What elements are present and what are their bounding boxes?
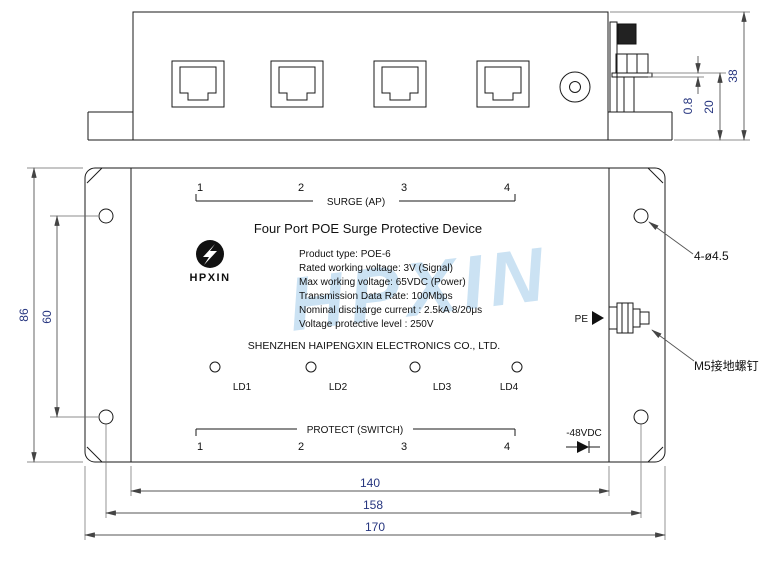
- led-indicator: [209, 361, 221, 373]
- spec-line: Nominal discharge current : 2.5kA 8/20μs: [299, 305, 482, 316]
- dim-height-38: 38: [610, 11, 750, 141]
- screw-end: [639, 311, 650, 325]
- company-name: SHENZHEN HAIPENGXIN ELECTRONICS CO., LTD…: [248, 340, 500, 352]
- screw-collar: [608, 306, 618, 330]
- stud-shaft: [623, 76, 635, 113]
- rj45-outline: [476, 60, 530, 108]
- corner-chamfer: [86, 167, 103, 184]
- callout-text: M5接地螺钉: [694, 358, 759, 373]
- rj45-opening: [179, 66, 217, 101]
- spec-line: Product type: POE-6: [299, 249, 391, 260]
- lightning-icon: [203, 244, 217, 265]
- surge-bracket: SURGE (AP): [195, 194, 516, 208]
- dim-value: 60: [40, 310, 54, 324]
- dim-stud-20: 20: [648, 72, 726, 141]
- diode-icon: [577, 441, 589, 453]
- power-input: -48VDC: [566, 428, 602, 453]
- top-view: 38 20 0.8: [87, 11, 750, 141]
- dim-height-86: 86: [17, 167, 83, 463]
- spec-line: Voltage protective level : 250V: [299, 319, 434, 330]
- dc-jack-outer: [559, 71, 591, 103]
- rj45-outline: [171, 60, 225, 108]
- dim-value: 0.8: [681, 97, 695, 114]
- rj45-jack-2: [270, 60, 324, 108]
- dim-value: 38: [726, 69, 740, 83]
- ground-stud-side: [609, 21, 653, 113]
- rj45-jack-3: [373, 60, 427, 108]
- pe-label: PE: [575, 314, 589, 325]
- front-view: HPXIN 1 2 3 4 SURGE (AP) Four Port POE S…: [84, 167, 666, 463]
- port-number: 2: [298, 441, 304, 453]
- stud-washer: [611, 72, 653, 78]
- pe-ground: PE: [575, 302, 650, 334]
- led-label: LD4: [500, 382, 519, 393]
- port-number: 4: [504, 182, 510, 194]
- dc-jack-pin: [569, 81, 581, 93]
- dim-washer-08: 0.8: [648, 56, 704, 114]
- spec-line: Transmission Data Rate: 100Mbps: [299, 291, 453, 302]
- ground-arrow-icon: [592, 311, 604, 325]
- callout-mounting-holes: 4-ø4.5: [648, 221, 729, 263]
- rj45-opening: [278, 66, 316, 101]
- led-label: LD1: [233, 382, 252, 393]
- enclosure-outline: [84, 167, 666, 463]
- dim-value: 20: [702, 100, 716, 114]
- led-indicator: [511, 361, 523, 373]
- led-label: LD3: [433, 382, 452, 393]
- mounting-hole: [633, 409, 649, 425]
- protect-label: PROTECT (SWITCH): [307, 425, 403, 436]
- corner-chamfer: [647, 167, 664, 184]
- rj45-outline: [270, 60, 324, 108]
- port-number: 1: [197, 182, 203, 194]
- led-label: LD2: [329, 382, 348, 393]
- dim-inner-width-140: 140: [130, 466, 610, 496]
- port-number: 3: [401, 182, 407, 194]
- led-indicator: [305, 361, 317, 373]
- leader-line: [651, 329, 695, 362]
- leader-line: [648, 221, 694, 255]
- mounting-hole: [98, 409, 114, 425]
- rj45-opening: [381, 66, 419, 101]
- dim-hole-spacing-158: 158: [105, 424, 642, 518]
- rj45-jack-1: [171, 60, 225, 108]
- brand-logo: HPXIN: [189, 240, 230, 284]
- screw-nut: [616, 302, 634, 334]
- dim-value: 170: [365, 520, 385, 534]
- surge-label: SURGE (AP): [327, 197, 385, 208]
- dc-jack: [559, 71, 591, 103]
- dim-value: 140: [360, 476, 380, 490]
- spec-line: Max working voltage: 65VDC (Power): [299, 277, 466, 288]
- dim-value: 158: [363, 498, 383, 512]
- mounting-hole: [98, 208, 114, 224]
- dim-outer-width-170: 170: [84, 466, 666, 540]
- dim-hole-spacing-60: 60: [40, 215, 98, 418]
- mounting-hole: [633, 208, 649, 224]
- screw-washer: [632, 308, 641, 328]
- port-number: 2: [298, 182, 304, 194]
- stud-head: [617, 23, 637, 45]
- dim-value: 86: [17, 308, 31, 322]
- protect-bracket: PROTECT (SWITCH): [195, 425, 516, 436]
- callout-text: 4-ø4.5: [694, 249, 729, 263]
- device-title: Four Port POE Surge Protective Device: [254, 221, 482, 236]
- stud-bracket: [609, 21, 618, 113]
- spec-line: Rated working voltage: 3V (Signal): [299, 263, 453, 274]
- enclosure-body-side: [132, 11, 609, 141]
- port-number: 1: [197, 441, 203, 453]
- corner-chamfer: [647, 446, 664, 463]
- led-row: LD1 LD2 LD3 LD4: [209, 361, 523, 393]
- port-number: 3: [401, 441, 407, 453]
- callout-ground-screw: M5接地螺钉: [651, 329, 759, 373]
- rj45-opening: [484, 66, 522, 101]
- spec-block: Product type: POE-6 Rated working voltag…: [299, 249, 482, 330]
- power-label: -48VDC: [566, 428, 602, 439]
- port-number: 4: [504, 441, 510, 453]
- corner-chamfer: [86, 446, 103, 463]
- led-indicator: [409, 361, 421, 373]
- rj45-outline: [373, 60, 427, 108]
- stud-nut: [615, 53, 649, 74]
- logo-text: HPXIN: [189, 272, 230, 284]
- rj45-jack-4: [476, 60, 530, 108]
